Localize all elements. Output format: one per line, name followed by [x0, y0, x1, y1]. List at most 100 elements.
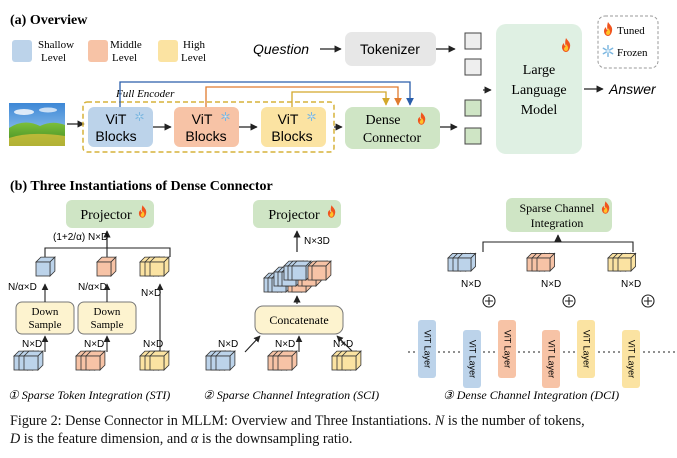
arrow-sci-in-right: [336, 335, 354, 353]
sci-concatenate-label: Concatenate: [269, 313, 328, 327]
legend-middle-swatch: [88, 40, 108, 62]
sti-label: ① Sparse Token Integration (STI): [8, 388, 170, 402]
sti-downsample-left-line1: Down: [32, 306, 59, 318]
sti-panel: Projector (1+2/α) N×D N/α×D N/α×D N×D Do…: [8, 200, 171, 402]
vit-layer-label: ViT Layer: [547, 340, 557, 378]
dci-dim-3: N×D: [621, 279, 641, 290]
figure-caption: Figure 2: Dense Connector in MLLM: Overv…: [10, 412, 674, 448]
visual-token: [464, 127, 482, 145]
legend-middle-line2: Level: [112, 52, 137, 64]
text-token: [464, 32, 482, 50]
vit-blocks-middle-line2: Blocks: [185, 128, 226, 144]
vit-layer-label: ViT Layer: [423, 330, 433, 368]
sti-dim-right: N×D: [141, 288, 161, 299]
vit-layer-label: ViT Layer: [503, 330, 513, 368]
question-label: Question: [253, 41, 309, 57]
sci-input-middle: [277, 350, 298, 371]
legend-middle-line1: Middle: [110, 39, 142, 51]
legend-shallow-swatch: [12, 40, 32, 62]
sci-bottom-dim-2: N×D: [275, 339, 295, 350]
sci-concat-middle: [311, 260, 332, 281]
vit-layer-block: [542, 330, 560, 388]
sti-token-middle: [96, 256, 117, 277]
caption-part3: is the feature dimension, and: [20, 431, 191, 447]
caption-part1: Figure 2: Dense Connector in MLLM: Overv…: [10, 413, 435, 429]
dci-panel: Sparse Channel Integration N×D N×D N×D V…: [408, 198, 676, 402]
dci-token-middle: [536, 252, 556, 272]
vit-layer-block: [622, 330, 640, 388]
llm-line3: Model: [521, 103, 558, 118]
sti-token-shallow: [35, 256, 56, 277]
text-token: [464, 58, 482, 76]
caption-part2: is the number of tokens,: [444, 413, 585, 429]
vit-blocks-high-line1: ViT: [278, 111, 299, 127]
sci-input-shallow: [215, 350, 236, 371]
sti-input-shallow: [23, 350, 44, 371]
caption-alpha: α: [190, 431, 199, 447]
vit-blocks-middle: [174, 107, 239, 147]
caption-n: N: [434, 413, 445, 429]
sci-label: ② Sparse Channel Integration (SCI): [203, 388, 379, 402]
vit-layer-block: [577, 320, 595, 378]
dense-connector-line1: Dense: [366, 113, 401, 128]
legend-high-line2: Level: [181, 52, 206, 64]
sti-downsample-mid-line1: Down: [94, 306, 121, 318]
vit-blocks-middle-line1: ViT: [192, 111, 213, 127]
tokenizer-box: [345, 32, 436, 66]
sti-input-high: [149, 350, 170, 371]
vit-layer-block: [498, 320, 516, 378]
sci-projector-label: Projector: [268, 208, 320, 223]
vit-blocks-shallow-line2: Blocks: [95, 128, 136, 144]
instantiations-title: (b) Three Instantiations of Dense Connec…: [10, 179, 273, 194]
overview-title: (a) Overview: [10, 13, 88, 28]
legend: Shallow Level Middle Level High Level: [12, 39, 206, 64]
legend-high-swatch: [158, 40, 178, 62]
vit-blocks-high-line2: Blocks: [271, 128, 312, 144]
dci-token-shallow: [457, 252, 477, 272]
arrow-high-to-connector: [291, 91, 390, 107]
vit-blocks-shallow: [88, 107, 153, 147]
sti-dim-left: N/α×D: [8, 282, 37, 293]
sti-projector-box: [66, 200, 154, 228]
dci-merge-bracket: [482, 241, 634, 252]
caption-part4: is the downsampling ratio.: [198, 431, 353, 447]
sci-input-high: [341, 350, 362, 371]
sti-bottom-dim-3: N×D: [143, 339, 163, 350]
sti-downsample-mid-line2: Sample: [91, 319, 124, 331]
plus-icon: [644, 297, 652, 305]
sci-bottom-dim-1: N×D: [218, 339, 238, 350]
legend-shallow-line2: Level: [41, 52, 66, 64]
llm-line2: Language: [511, 83, 566, 98]
sti-projector-label: Projector: [80, 208, 132, 223]
llm-box: [496, 24, 582, 154]
dci-token-high: [617, 252, 637, 272]
sti-downsample-left-line2: Sample: [29, 319, 62, 331]
arrow-shallow-to-connector: [119, 81, 414, 107]
sci-concatenate-box: [254, 305, 344, 335]
vit-layer-block: [463, 330, 481, 388]
llm-line1: Large: [523, 63, 555, 78]
sci-dim-top: N×3D: [304, 236, 330, 247]
sti-token-high: [149, 256, 170, 277]
tokenizer-label: Tokenizer: [360, 41, 420, 57]
sti-dim-top: (1+2/α) N×D: [53, 232, 108, 243]
legend-high-line1: High: [183, 39, 206, 51]
full-encoder-label: Full Encoder: [115, 88, 175, 100]
dci-label: ③ Dense Channel Integration (DCI): [443, 388, 619, 402]
sti-bottom-dim-1: N×D: [22, 339, 42, 350]
sci-panel: Projector N×3D Concatenate N×D N×D N×D ②…: [203, 200, 379, 402]
legend-frozen: Frozen: [617, 47, 648, 59]
tuned-frozen-legend: Tuned Frozen: [597, 15, 659, 69]
sci-projector-box: [253, 200, 341, 228]
vit-layer-label: ViT Layer: [468, 340, 478, 378]
vit-layer-label: ViT Layer: [582, 330, 592, 368]
arrow-middle-to-connector: [205, 86, 402, 107]
dci-integration-box: [506, 198, 612, 232]
dense-connector-box: [345, 107, 440, 149]
legend-tuned: Tuned: [617, 25, 645, 37]
visual-token: [464, 99, 482, 117]
vit-layer-label: ViT Layer: [627, 340, 637, 378]
plus-icon: [565, 297, 573, 305]
sti-input-middle: [85, 350, 106, 371]
diagram-canvas: (a) Overview Shallow Level Middle Level …: [8, 13, 676, 402]
